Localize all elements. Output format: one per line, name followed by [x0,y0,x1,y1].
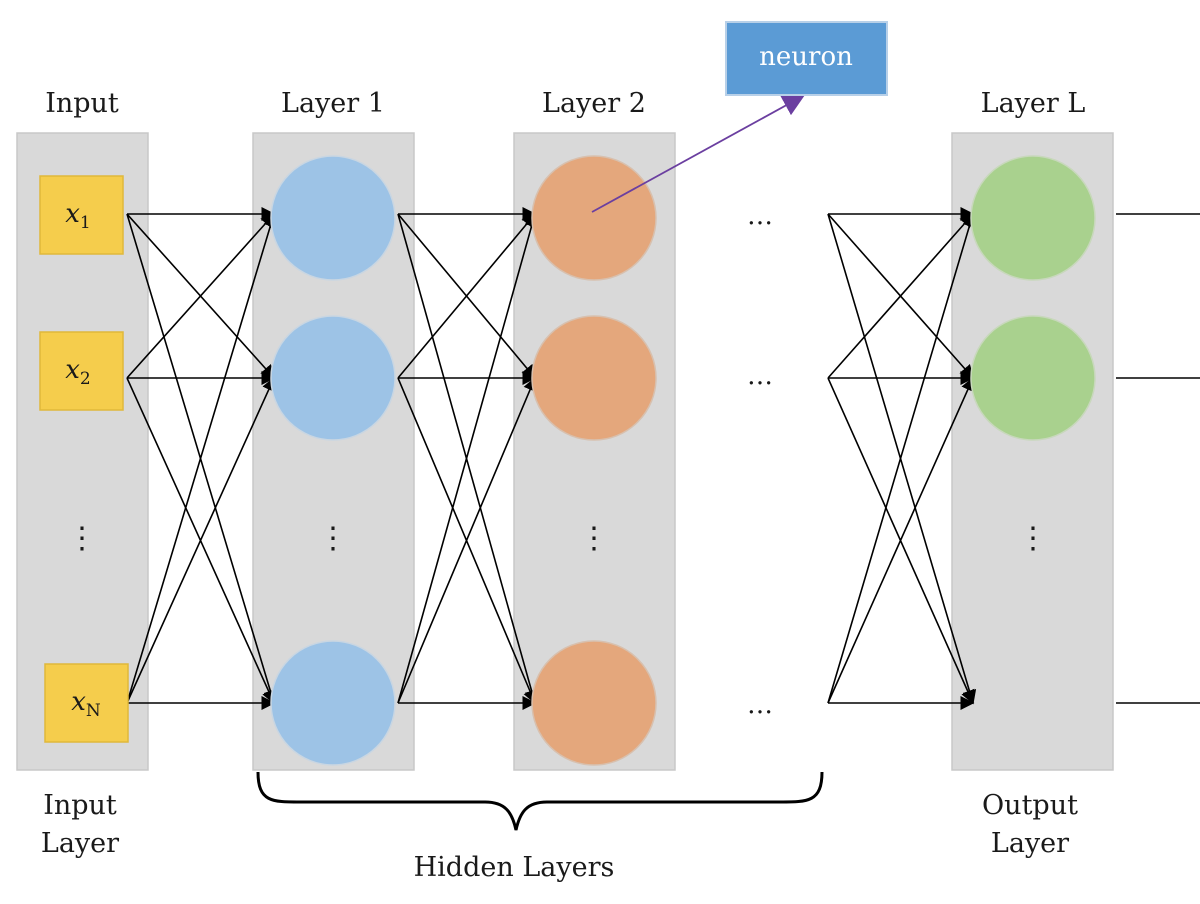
layer2-column-title: Layer 2 [542,88,646,119]
output-layer-caption-line1: Output [982,790,1078,821]
layer2-neuron [531,315,657,441]
layerN-to-layerL-edge [827,212,977,704]
layer1-neuron [270,155,396,281]
input-to-layer1-edge [126,212,278,704]
input-node-label: xN [71,687,101,721]
layer1-to-layer2-edge [397,212,536,379]
hidden-layers-brace [256,771,824,831]
layer2-vertical-ellipsis: ⋮ [579,521,609,556]
horizontal-ellipsis-row1: … [747,201,773,231]
neuron-callout-arrow [591,94,805,213]
input-to-layer1-edge [126,376,276,704]
connections [126,207,1200,710]
layer1-to-layer2-edge [397,376,537,704]
neuron-callout-label: neuron [759,42,853,72]
horizontal-ellipsis-row3: … [747,690,773,720]
layer1-neuron [270,315,396,441]
layer1-vertical-ellipsis: ⋮ [318,521,348,556]
layer2-neuron [531,155,657,281]
input-layer-caption-line2: Layer [41,828,119,859]
layer1-to-layer2-edge [397,212,539,704]
input-layer-caption-line1: Input [43,790,117,821]
layerN-to-layerL-edge [827,212,974,379]
layerN-to-layerL-edge [827,376,975,704]
input-node-label: x2 [65,355,91,389]
input-node-xN: xN [44,663,129,743]
layerL-neuron [970,155,1096,281]
layer2-neuron [531,640,657,766]
layerL-column-title: Layer L [981,88,1086,119]
input-node-x2: x2 [39,331,124,411]
input-column-title: Input [45,88,119,119]
input-node-label: x1 [65,199,91,233]
input-to-layer1-edge [126,212,275,379]
layer1-neuron [270,640,396,766]
layer1-column-title: Layer 1 [281,88,385,119]
neuron-callout-box [725,21,888,96]
horizontal-ellipsis-row2: … [747,361,773,391]
input-node-x1: x1 [39,175,124,255]
layerL-neuron [970,315,1096,441]
input-vertical-ellipsis: ⋮ [67,521,97,556]
output-layer-caption-line2: Layer [991,828,1069,859]
hidden-layers-label: Hidden Layers [414,852,615,883]
layerL-vertical-ellipsis: ⋮ [1018,521,1048,556]
